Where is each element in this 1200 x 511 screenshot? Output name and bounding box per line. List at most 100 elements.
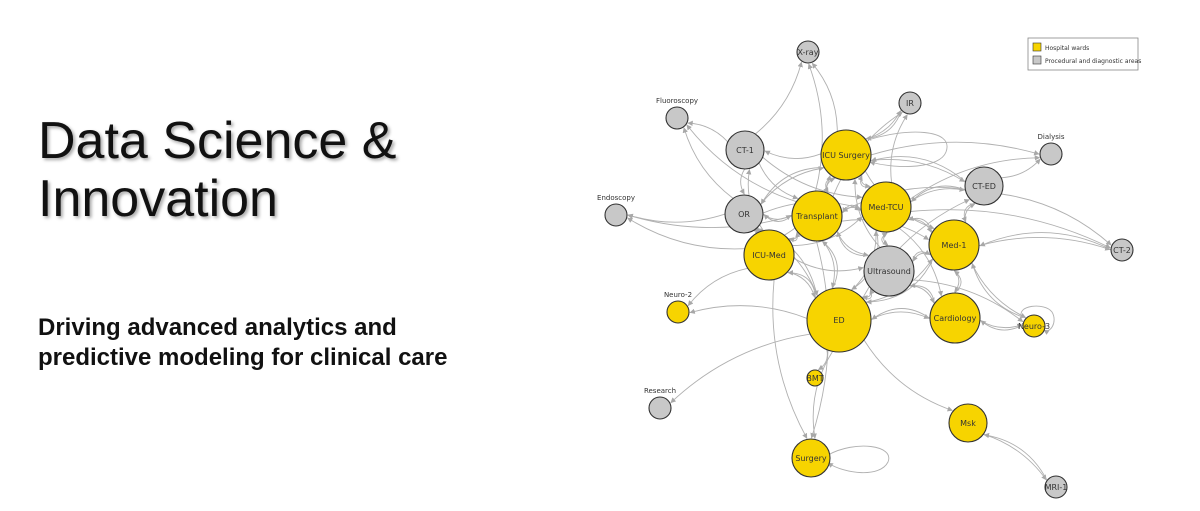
edge-ultra-to-cardio: [909, 285, 935, 304]
node-label-fluoro: Fluoroscopy: [656, 97, 698, 105]
node-label-dialysis: Dialysis: [1038, 133, 1065, 141]
node-label-mri1: MRI-1: [1045, 483, 1068, 492]
network-edges: [627, 61, 1112, 481]
node-label-ed: ED: [833, 316, 844, 325]
node-circle-research: [648, 396, 672, 420]
edge-icusurg-to-ir: [865, 110, 902, 140]
node-label-medtcu: Med-TCU: [869, 203, 904, 212]
edge-ct2-to-med1: [979, 232, 1112, 251]
edge-ed-to-neuro2: [689, 305, 808, 319]
node-label-cted: CT-ED: [972, 182, 996, 191]
node-label-med1: Med-1: [942, 241, 967, 250]
node-circle-medtcu: [860, 181, 912, 233]
node-label-transplant: Transplant: [795, 212, 838, 221]
node-circle-ct1: [725, 130, 765, 170]
node-circle-transplant: [791, 190, 843, 242]
slide-title-line-1: Data Science &: [38, 112, 397, 170]
node-circle-cted: [964, 166, 1004, 206]
node-label-endo: Endoscopy: [597, 194, 635, 202]
edge-ir-to-icusurg: [865, 109, 902, 141]
edge-ed-to-ultra: [861, 288, 875, 300]
edge-icusurg-to-transplant: [823, 177, 836, 193]
node-circle-surgery: [791, 438, 831, 478]
edge-icusurg-to-xray: [811, 62, 838, 132]
node-circle-or: [724, 194, 764, 234]
node-label-neuro2: Neuro-2: [664, 291, 692, 299]
node-icumed: ICU-Med: [743, 229, 795, 281]
node-label-icumed: ICU-Med: [752, 251, 786, 260]
edge-medtcu-to-ct2: [910, 209, 1111, 249]
edge-cted-to-ct2: [1001, 193, 1112, 246]
edge-ultra-to-med1: [911, 249, 931, 262]
edge-icusurg-to-cted: [870, 158, 965, 182]
node-circle-xray: [796, 40, 820, 64]
edge-medtcu-to-cardio: [898, 227, 944, 297]
node-label-neuro3: Neuro-3: [1018, 322, 1050, 331]
node-label-icusurg: ICU Surgery: [822, 151, 870, 160]
edge-ed-to-icumed: [787, 270, 817, 299]
slide-title-line-2: Innovation: [38, 170, 278, 228]
node-med1: Med-1: [928, 219, 980, 271]
edge-transplant-to-fluoro: [686, 124, 797, 203]
node-neuro3: Neuro-3: [1018, 314, 1050, 338]
edge-transplant-to-xray: [807, 63, 823, 192]
legend-label-procedural: Procedural and diagnostic areas: [1045, 58, 1141, 65]
node-or: OR: [724, 194, 764, 234]
legend-swatch-procedural: [1032, 55, 1042, 65]
node-circle-fluoro: [665, 106, 689, 130]
edge-ultra-to-icusurg: [852, 178, 881, 248]
node-label-surgery: Surgery: [795, 454, 827, 463]
edge-icumed-to-ultra: [793, 257, 864, 272]
edge-neuro3-to-med1: [971, 262, 1027, 319]
edge-icumed-to-neuro2: [687, 267, 748, 307]
node-ct1: CT-1: [725, 130, 765, 170]
edge-med1-to-ct2: [978, 237, 1111, 251]
node-circle-ed: [806, 287, 872, 353]
legend-box: [1027, 37, 1139, 71]
node-circle-ct2: [1110, 238, 1134, 262]
node-ct2: CT-2: [1110, 238, 1134, 262]
slide-subtitle-line-2: predictive modeling for clinical care: [38, 344, 448, 371]
edge-medtcu-to-icusurg: [857, 175, 871, 188]
node-dialysis: Dialysis: [1038, 133, 1065, 166]
edge-medtcu-to-dialysis: [909, 155, 1041, 200]
edge-cardio-to-ultra: [909, 282, 936, 304]
edge-or-to-fluoro: [682, 127, 734, 199]
edge-ultra-to-medtcu: [881, 232, 889, 247]
node-label-ir: IR: [906, 99, 914, 108]
edge-transplant-to-ultra: [836, 231, 869, 258]
self-loop-icusurg: [867, 131, 948, 167]
edge-ct1-to-xray: [755, 61, 803, 135]
node-transplant: Transplant: [791, 190, 843, 242]
edge-medtcu-to-ir: [890, 114, 908, 183]
node-circle-bmt: [806, 369, 824, 387]
node-ir: IR: [898, 91, 922, 115]
node-label-xray: X-ray: [798, 48, 819, 57]
node-msk: Msk: [948, 403, 988, 443]
edge-ct1-to-or: [739, 168, 746, 195]
edge-med1-to-neuro3: [971, 262, 1027, 318]
edge-icumed-to-endo: [627, 217, 745, 250]
node-endo: Endoscopy: [597, 194, 635, 227]
edge-cardio-to-med1: [953, 270, 962, 294]
edge-icumed-to-transplant: [788, 231, 801, 242]
node-circle-neuro2: [666, 300, 690, 324]
legend-label-ward: Hospital wards: [1045, 45, 1089, 52]
edge-med1-to-cted: [964, 203, 976, 223]
edge-med1-to-ed: [866, 258, 934, 305]
self-loop-neuro3: [1020, 305, 1055, 335]
node-mri1: MRI-1: [1044, 475, 1068, 499]
node-circle-mri1: [1044, 475, 1068, 499]
edge-ultra-to-neuro3: [912, 279, 1024, 323]
node-circle-icumed: [743, 229, 795, 281]
node-ultra: Ultrasound: [863, 245, 915, 297]
edge-msk-to-mri1: [983, 433, 1047, 481]
edge-icumed-to-surgery: [772, 279, 808, 439]
edge-transplant-to-icumed: [788, 231, 799, 243]
network-self-loops: [827, 131, 1055, 474]
edge-cted-to-dialysis: [1001, 158, 1041, 179]
node-label-cardio: Cardiology: [934, 314, 977, 323]
node-icusurg: ICU Surgery: [820, 129, 872, 181]
